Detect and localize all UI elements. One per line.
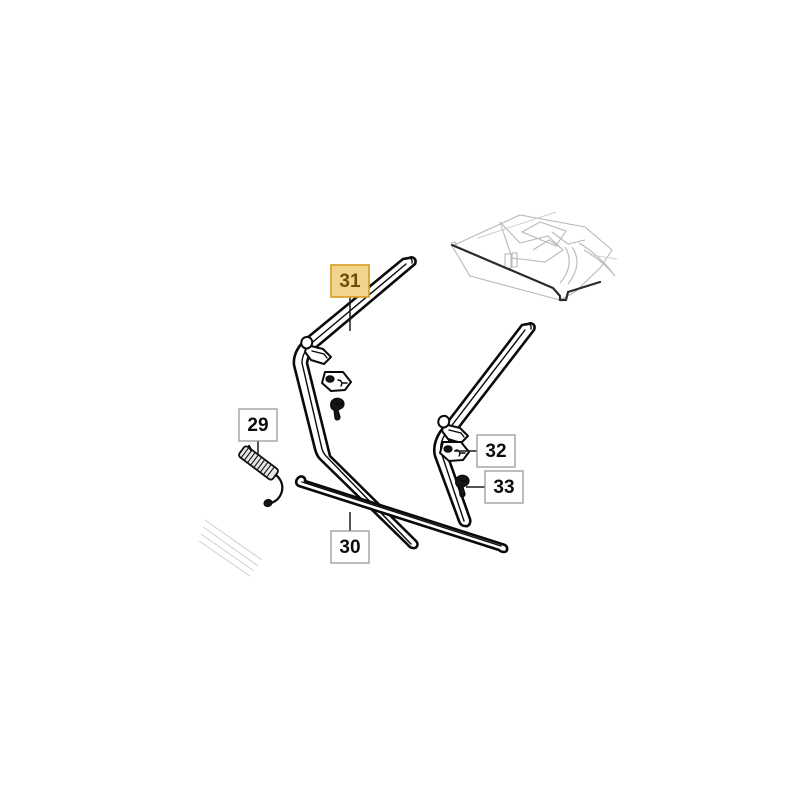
screw-part-33-right	[455, 474, 470, 498]
callout-32-label: 32	[485, 441, 506, 462]
callout-29[interactable]: 29	[238, 408, 278, 455]
callout-30[interactable]: 30	[330, 512, 370, 564]
callout-29-box[interactable]	[238, 408, 278, 442]
callout-31-box[interactable]	[330, 264, 370, 298]
callout-32[interactable]: 32	[454, 434, 516, 468]
callout-30-label: 30	[339, 537, 360, 558]
ghost-machine-body-lower-left	[198, 519, 263, 577]
callout-33[interactable]: 33	[466, 470, 524, 504]
rod-part-30	[294, 475, 509, 554]
callout-31-label: 31	[339, 271, 361, 292]
clip-part-32-left	[321, 371, 352, 392]
spring-part-29	[238, 444, 284, 508]
callout-30-box[interactable]	[330, 530, 370, 564]
screw-part-33-left	[330, 397, 345, 421]
callout-33-label: 33	[493, 477, 514, 498]
ghost-machine-body-upper-right	[450, 211, 618, 302]
callout-33-box[interactable]	[484, 470, 524, 504]
callout-29-label: 29	[247, 415, 268, 436]
handle-bar-left-part-31	[292, 256, 419, 550]
callout-31[interactable]: 31	[330, 264, 370, 331]
handle-bar-right	[432, 322, 536, 528]
callout-32-box[interactable]	[476, 434, 516, 468]
